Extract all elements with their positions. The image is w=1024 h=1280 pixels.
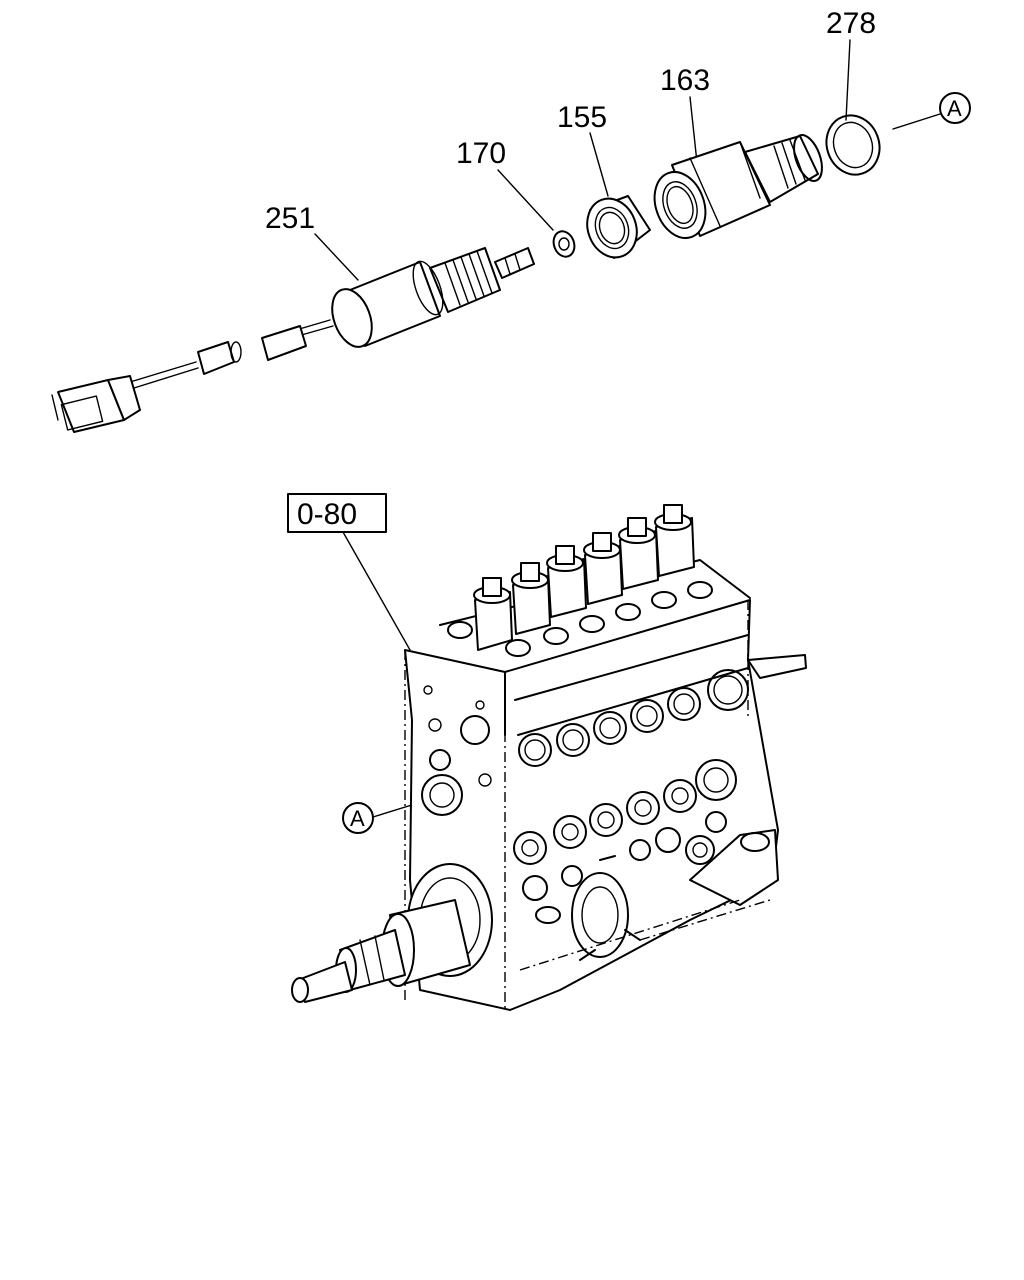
delivery-valves bbox=[473, 504, 695, 651]
front-ports bbox=[518, 669, 749, 767]
rail-nuts bbox=[447, 581, 713, 657]
circle-a-top-label: A bbox=[947, 96, 962, 121]
callout-155: 155 bbox=[557, 101, 607, 134]
reference-box-label: 0-80 bbox=[297, 498, 357, 531]
circle-a-pump-marker: A bbox=[342, 802, 374, 834]
side-bores bbox=[421, 685, 492, 816]
circle-a-pump-label: A bbox=[350, 806, 365, 831]
callout-251: 251 bbox=[265, 202, 315, 235]
circle-a-top-marker: A bbox=[939, 92, 971, 124]
part-278-o-ring bbox=[825, 114, 881, 176]
callout-163: 163 bbox=[660, 64, 710, 97]
lower-bosses bbox=[513, 759, 737, 901]
callout-170: 170 bbox=[456, 137, 506, 170]
reference-box: 0-80 bbox=[287, 493, 387, 533]
injection-pump bbox=[291, 504, 807, 1011]
drive-shaft bbox=[291, 863, 493, 1003]
part-251-solenoid bbox=[51, 247, 535, 433]
part-163-adapter bbox=[653, 134, 823, 239]
leader-lines bbox=[314, 39, 941, 818]
part-170-washer bbox=[552, 230, 576, 258]
callout-278: 278 bbox=[826, 7, 876, 40]
part-155-nut bbox=[586, 195, 651, 259]
